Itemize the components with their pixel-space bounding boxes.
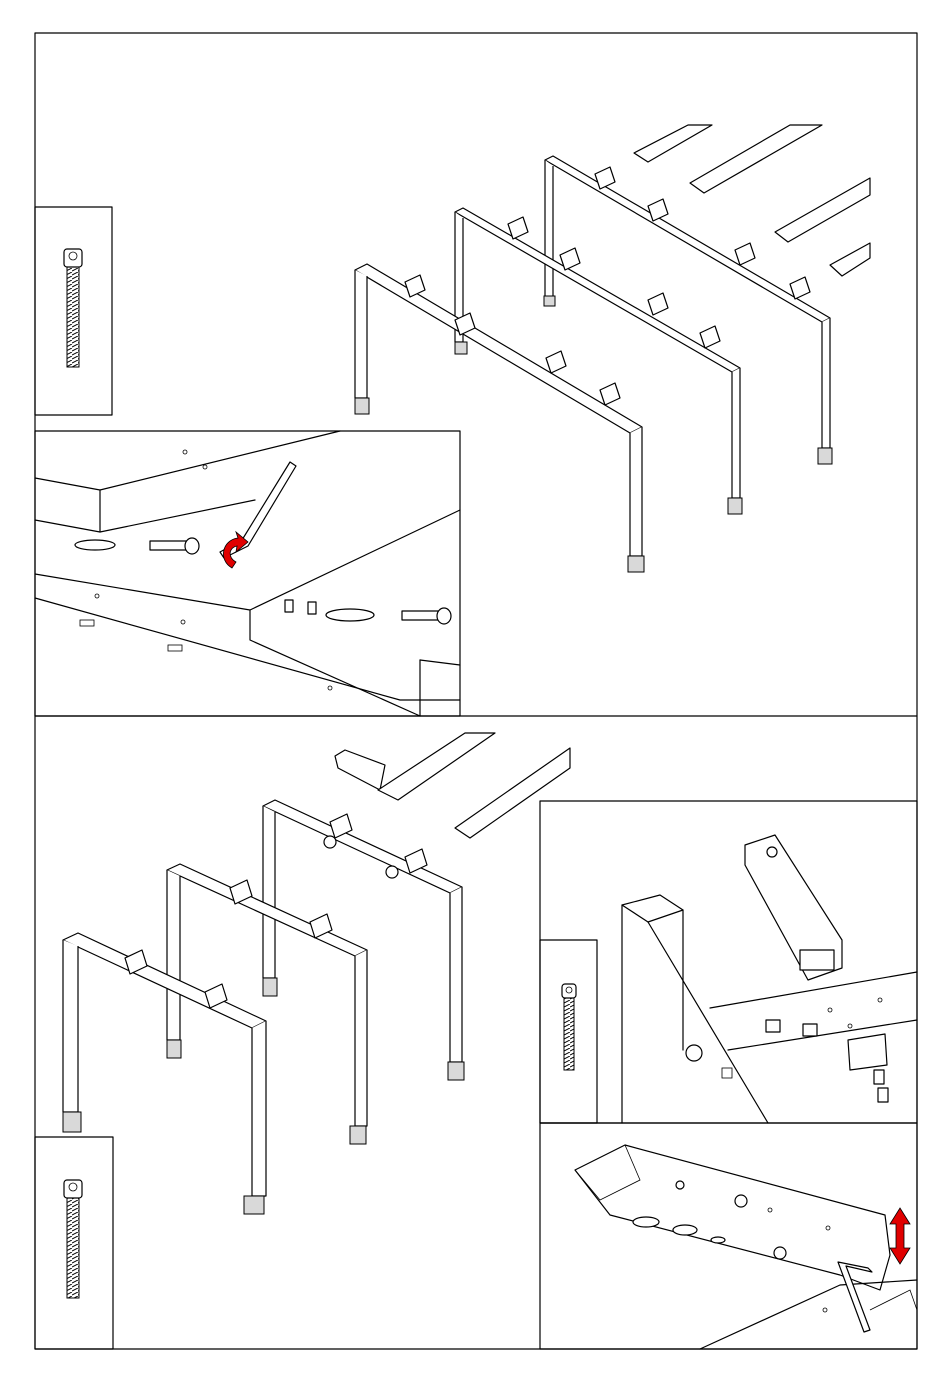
- bolt-fastening-detail: [35, 431, 460, 716]
- height-adjust-detail: [540, 1123, 917, 1349]
- bolt-icon: [402, 608, 451, 624]
- three-frame-assembly: [355, 125, 870, 572]
- screw-icon: [562, 984, 576, 1070]
- screw-icon: [64, 1180, 82, 1298]
- three-frame-beam-assembly: [63, 733, 570, 1214]
- step-2: [35, 733, 917, 1349]
- screw-icon: [64, 249, 82, 367]
- screw-detail-2: [35, 1137, 113, 1349]
- screw-detail-1: [35, 207, 112, 415]
- bracket-detail: [540, 801, 917, 1123]
- bolt-icon: [150, 538, 199, 554]
- up-down-arrow-icon: [890, 1208, 910, 1264]
- step-1: [35, 125, 870, 716]
